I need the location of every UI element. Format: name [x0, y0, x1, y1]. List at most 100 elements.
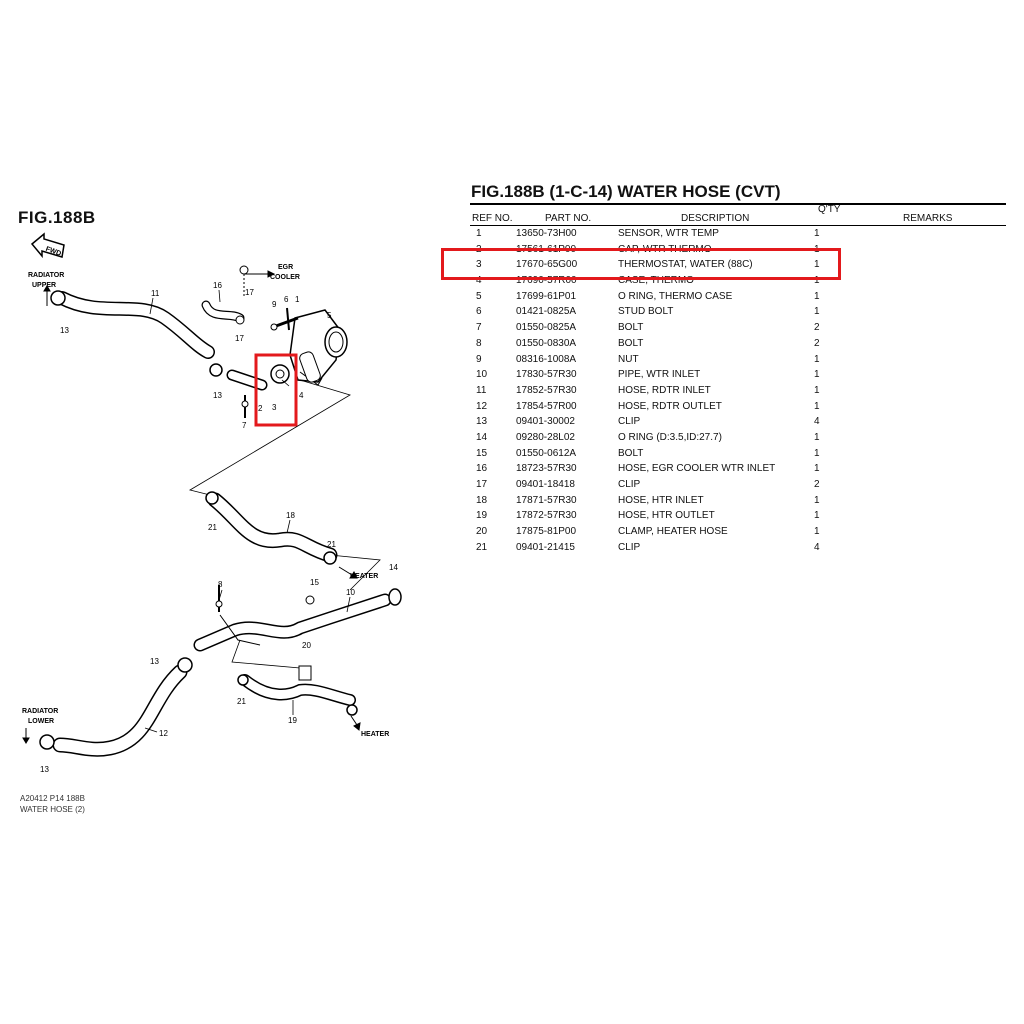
description-cell: HOSE, HTR OUTLET: [618, 510, 715, 522]
description-cell: BOLT: [618, 447, 644, 459]
header-part-no: PART NO.: [545, 213, 592, 224]
part-no-cell: 09280-28L02: [516, 431, 575, 443]
description-cell: O RING, THERMO CASE: [618, 290, 733, 302]
qty-cell: 1: [814, 526, 820, 538]
ref-no-cell: 16: [476, 463, 488, 475]
part-no-cell: 09401-30002: [516, 416, 575, 428]
description-cell: CLIP: [618, 541, 641, 553]
svg-text:2: 2: [258, 404, 263, 413]
part-no-cell: 09401-21415: [516, 541, 575, 553]
header-remarks: REMARKS: [903, 213, 953, 224]
table-row: 6 01421-0825A STUD BOLT 1: [470, 305, 1006, 321]
description-cell: HOSE, HTR INLET: [618, 494, 704, 506]
part-no-cell: 17854-57R00: [516, 400, 577, 412]
footer-code: A20412 P14 188B: [20, 794, 85, 803]
thermostat-row-highlight: [441, 248, 841, 280]
header-ref-no: REF NO.: [472, 213, 513, 224]
description-cell: HOSE, EGR COOLER WTR INLET: [618, 463, 776, 475]
hose-12: [52, 664, 188, 757]
ref-no-cell: 17: [476, 479, 488, 490]
qty-cell: 1: [814, 494, 820, 506]
svg-text:20: 20: [302, 641, 311, 650]
svg-text:13: 13: [150, 657, 159, 666]
qty-cell: 1: [814, 306, 820, 318]
header-description: DESCRIPTION: [681, 213, 750, 224]
part-no-cell: 17830-57R30: [516, 369, 577, 381]
svg-text:3: 3: [272, 403, 277, 412]
part-no-cell: 01550-0825A: [516, 322, 577, 334]
ref-no-cell: 15: [476, 447, 488, 459]
description-cell: CLIP: [618, 479, 641, 490]
part-no-cell: 17670-65G00: [516, 259, 578, 271]
description-cell: CLAMP, HEATER HOSE: [618, 526, 728, 538]
ref-no-cell: 20: [476, 526, 488, 538]
table-title: FIG.188B (1-C-14) WATER HOSE (CVT): [471, 182, 781, 201]
description-cell: STUD BOLT: [618, 306, 674, 318]
ref-no-cell: 12: [476, 400, 488, 412]
radiator-upper-label-1: RADIATOR: [28, 272, 64, 279]
description-cell: HOSE, RDTR INLET: [618, 384, 711, 396]
description-cell: BOLT: [618, 337, 644, 349]
ref-no-cell: 11: [476, 384, 487, 396]
heater-label-2: HEATER: [361, 731, 389, 738]
description-cell: HOSE, RDTR OUTLET: [618, 400, 722, 412]
svg-text:19: 19: [288, 716, 297, 725]
part-no-cell: 08316-1008A: [516, 353, 577, 365]
svg-text:5: 5: [327, 311, 332, 320]
qty-cell: 1: [814, 369, 820, 381]
thermostat-highlight-box: [254, 353, 298, 427]
svg-text:18: 18: [286, 511, 295, 520]
qty-cell: 2: [814, 322, 820, 334]
part-no-cell: 17852-57R30: [516, 384, 577, 396]
svg-text:7: 7: [242, 421, 247, 430]
radiator-upper-label-2: UPPER: [32, 282, 56, 289]
ref-no-cell: 8: [476, 337, 482, 349]
part-no-cell: 17875-81P00: [516, 526, 577, 538]
svg-text:21: 21: [327, 540, 336, 549]
part-no-cell: 17872-57R30: [516, 510, 577, 522]
svg-text:17: 17: [235, 334, 244, 343]
part-no-cell: 18723-57R30: [516, 463, 577, 475]
hose-18: [207, 492, 338, 563]
ref-no-cell: 6: [476, 306, 482, 318]
title-rule: [470, 203, 1006, 205]
part-no-cell: 17699-61P01: [516, 290, 577, 302]
description-cell: CLIP: [618, 416, 641, 428]
description-cell: BOLT: [618, 322, 644, 334]
qty-cell: 1: [814, 353, 820, 365]
qty-cell: 1: [814, 510, 820, 522]
svg-text:4: 4: [299, 391, 304, 400]
qty-cell: 1: [814, 447, 820, 459]
ref-no-cell: 19: [476, 510, 488, 522]
description-cell: SENSOR, WTR TEMP: [618, 228, 719, 239]
table-row: 7 01550-0825A BOLT 2: [470, 321, 1006, 337]
ref-no-cell: 7: [476, 322, 482, 334]
svg-text:13: 13: [213, 391, 222, 400]
svg-text:17: 17: [245, 288, 254, 297]
part-no-cell: 01550-0612A: [516, 447, 577, 459]
table-row: 15 01550-0612A BOLT 1: [470, 447, 1006, 463]
ref-no-cell: 5: [476, 290, 482, 302]
ref-no-cell: 10: [476, 369, 488, 381]
ref-no-cell: 4: [476, 275, 482, 287]
svg-text:13: 13: [40, 765, 49, 774]
footer-caption: WATER HOSE (2): [20, 805, 85, 814]
qty-cell: 1: [814, 228, 820, 239]
description-cell: THERMOSTAT, WATER (88C): [618, 259, 753, 271]
qty-cell: 2: [814, 337, 820, 349]
fwd-arrow-icon: FWD: [30, 232, 65, 259]
ref-no-cell: 3: [476, 259, 482, 271]
svg-text:11: 11: [151, 289, 160, 298]
qty-cell: 1: [814, 259, 820, 271]
part-no-cell: 17690-57R00: [516, 275, 577, 287]
part-no-cell: 01421-0825A: [516, 306, 577, 318]
radiator-lower-label-2: LOWER: [28, 718, 54, 725]
table-row: 19 17872-57R30 HOSE, HTR OUTLET 1: [470, 509, 1006, 525]
